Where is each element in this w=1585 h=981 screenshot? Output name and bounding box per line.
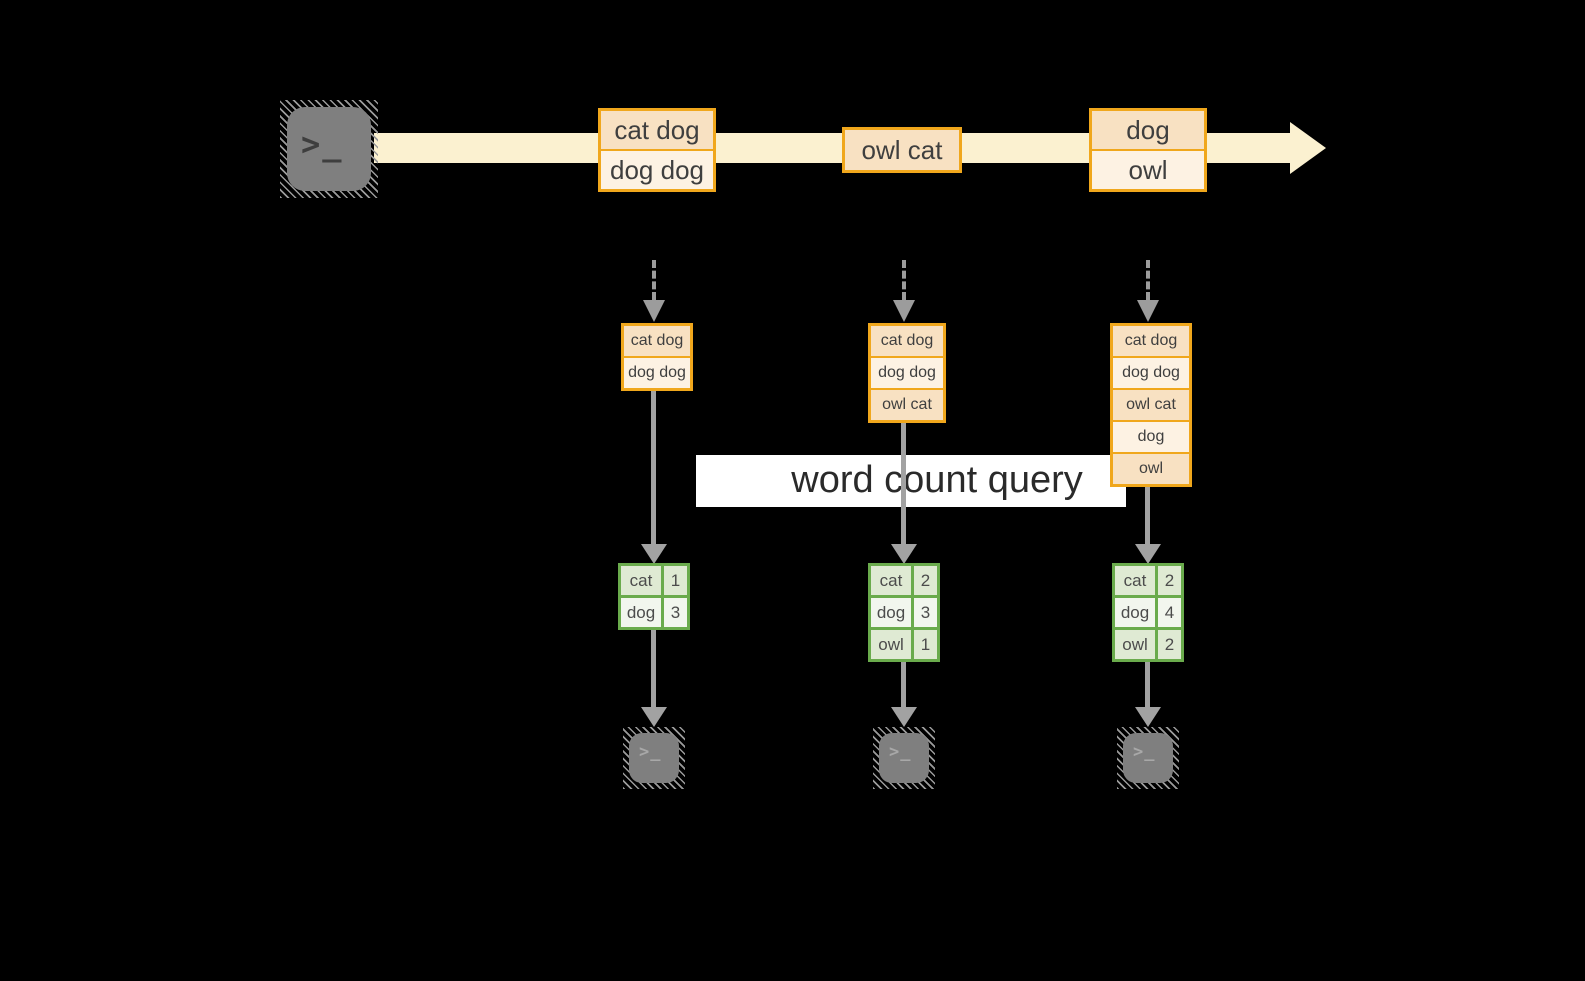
arrow-table-to-consumer-3 [1145, 662, 1150, 707]
count-value: 4 [1158, 598, 1181, 627]
count-value: 2 [1158, 630, 1181, 659]
count-word: cat [871, 566, 911, 595]
state-box-3: cat dog dog dog owl cat dog owl [1110, 323, 1192, 487]
arrow-table-to-consumer-1 [651, 630, 656, 707]
arrowhead-consumer-2-icon [891, 707, 917, 727]
state-record: owl cat [1113, 388, 1189, 420]
terminal-consumer-screen: >_ [1123, 733, 1173, 783]
arrowhead-1-icon [641, 544, 667, 564]
terminal-consumer-3-icon: >_ [1117, 727, 1179, 789]
state-record: owl [1113, 452, 1189, 484]
count-value: 1 [914, 630, 937, 659]
event-record: owl [1092, 149, 1204, 189]
terminal-consumer-screen: >_ [879, 733, 929, 783]
arrow-state-to-table-3 [1145, 487, 1150, 544]
arrowhead-consumer-1-icon [641, 707, 667, 727]
state-record: cat dog [871, 326, 943, 356]
count-value: 1 [664, 566, 687, 595]
count-word: cat [1115, 566, 1155, 595]
arrow-state-to-table-2 [901, 423, 906, 544]
dashed-arrow-1 [652, 260, 656, 300]
count-word: owl [1115, 630, 1155, 659]
count-word: dog [871, 598, 911, 627]
count-word: cat [621, 566, 661, 595]
arrow-table-to-consumer-2 [901, 662, 906, 707]
terminal-prompt-glyph: >_ [301, 125, 344, 163]
stream-event-box-1: cat dog dog dog [598, 108, 716, 192]
arrowhead-2-icon [891, 544, 917, 564]
arrowhead-3-icon [1135, 544, 1161, 564]
dashed-arrow-3 [1146, 260, 1150, 300]
dashed-arrowhead-3-icon [1137, 300, 1159, 322]
count-word: dog [621, 598, 661, 627]
stream-arrowhead-icon [1290, 122, 1326, 174]
count-value: 3 [664, 598, 687, 627]
count-table-1: cat 1 dog 3 [618, 563, 690, 630]
count-word: dog [1115, 598, 1155, 627]
terminal-consumer-screen: >_ [629, 733, 679, 783]
stream-event-box-3: dog owl [1089, 108, 1207, 192]
terminal-prompt-glyph: >_ [1133, 742, 1156, 762]
count-value: 2 [914, 566, 937, 595]
dashed-arrowhead-2-icon [893, 300, 915, 322]
count-word: owl [871, 630, 911, 659]
terminal-consumer-1-icon: >_ [623, 727, 685, 789]
state-record: cat dog [624, 326, 690, 356]
arrow-state-to-table-1 [651, 391, 656, 544]
state-box-1: cat dog dog dog [621, 323, 693, 391]
terminal-prompt-glyph: >_ [889, 742, 912, 762]
state-record: dog dog [624, 356, 690, 388]
count-table-2: cat 2 dog 3 owl 1 [868, 563, 940, 662]
state-box-2: cat dog dog dog owl cat [868, 323, 946, 423]
state-record: dog dog [871, 356, 943, 388]
event-record: dog [1092, 111, 1204, 149]
terminal-producer-icon: >_ [280, 100, 378, 198]
event-record: dog dog [601, 149, 713, 189]
word-count-query-banner: word count query [696, 455, 1126, 507]
count-value: 3 [914, 598, 937, 627]
arrowhead-consumer-3-icon [1135, 707, 1161, 727]
state-record: dog [1113, 420, 1189, 452]
terminal-producer-screen: >_ [287, 107, 371, 191]
state-record: owl cat [871, 388, 943, 420]
state-record: dog dog [1113, 356, 1189, 388]
terminal-consumer-2-icon: >_ [873, 727, 935, 789]
state-record: cat dog [1113, 326, 1189, 356]
terminal-prompt-glyph: >_ [639, 742, 662, 762]
event-record: owl cat [845, 130, 959, 170]
stream-event-box-2: owl cat [842, 127, 962, 173]
dashed-arrow-2 [902, 260, 906, 300]
dashed-arrowhead-1-icon [643, 300, 665, 322]
count-table-3: cat 2 dog 4 owl 2 [1112, 563, 1184, 662]
count-value: 2 [1158, 566, 1181, 595]
event-record: cat dog [601, 111, 713, 149]
